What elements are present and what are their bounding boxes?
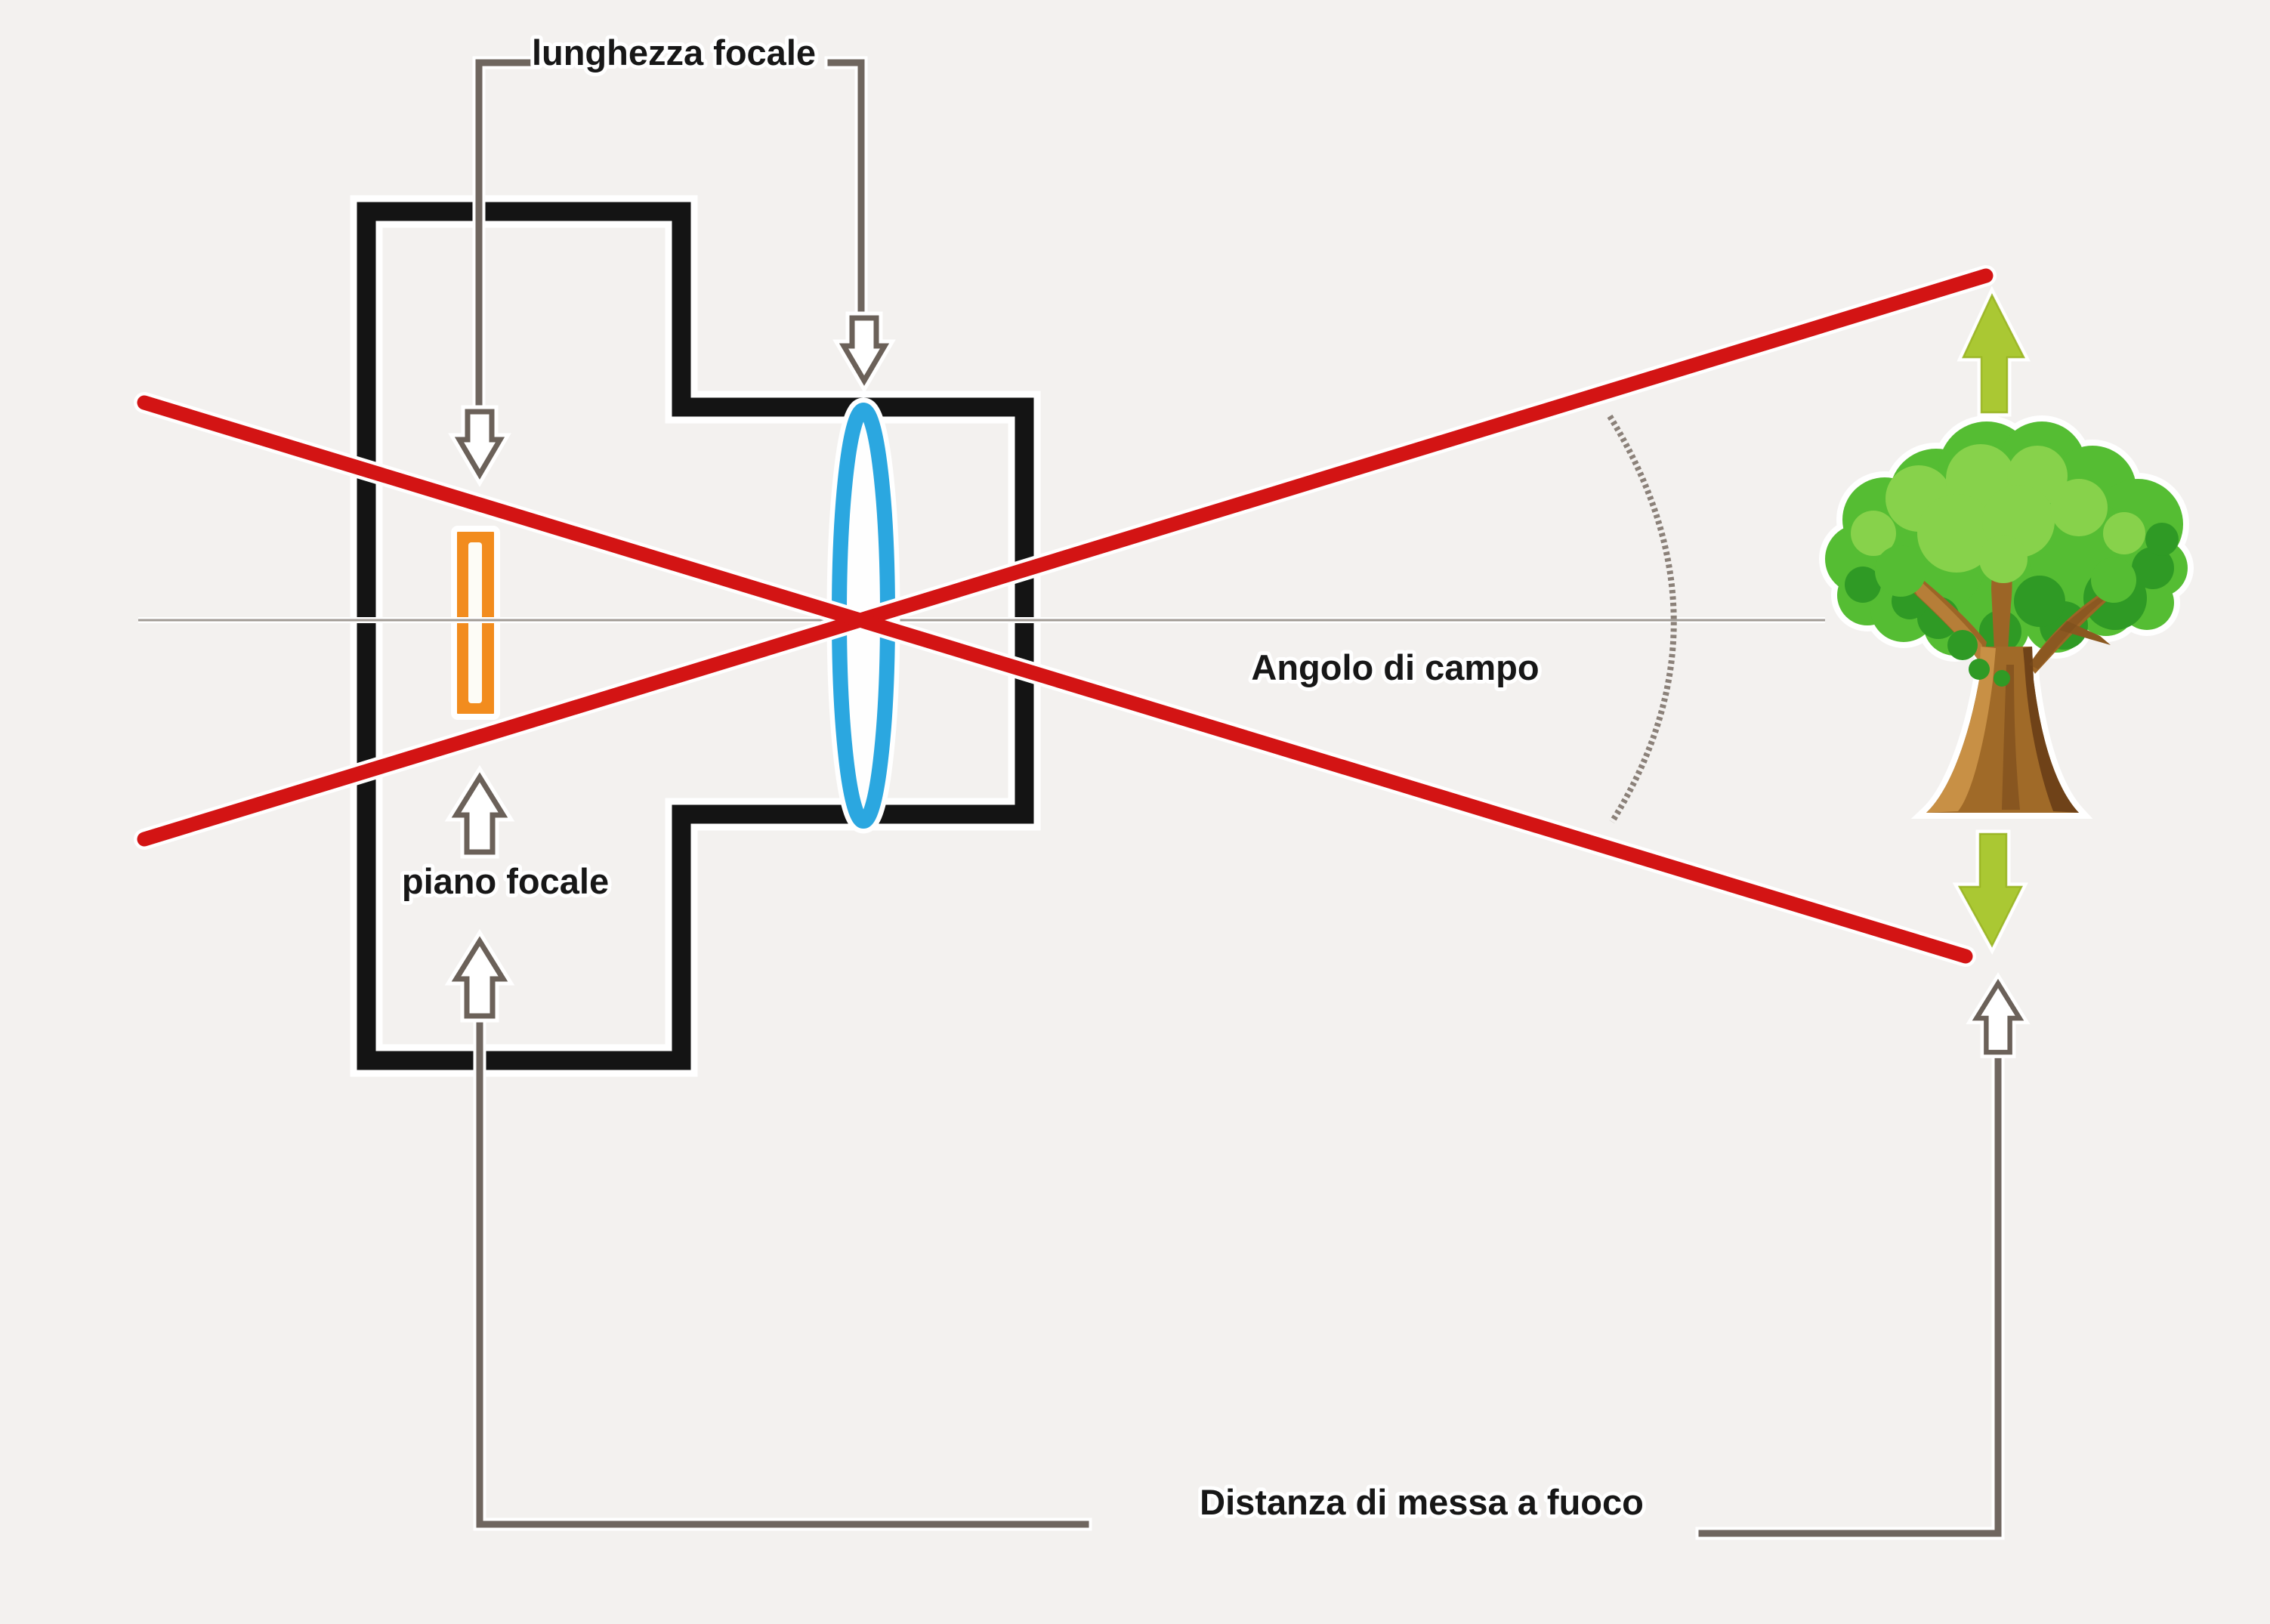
svg-text:Distanza di messa a fuoco: Distanza di messa a fuoco (1200, 1482, 1644, 1522)
svg-text:lunghezza focale: lunghezza focale (532, 32, 816, 73)
svg-text:piano focale: piano focale (402, 861, 609, 901)
svg-text:Angolo di campo: Angolo di campo (1251, 647, 1539, 687)
